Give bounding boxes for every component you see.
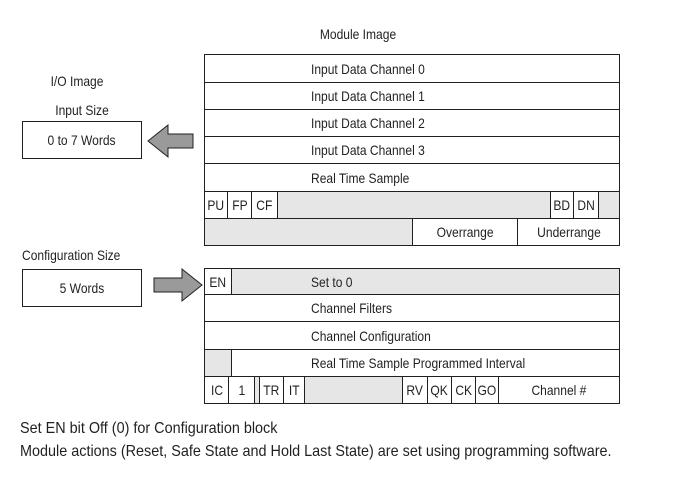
channel-configuration-row: Channel Configuration: [204, 321, 620, 350]
io-image-title: I/O Image: [50, 73, 104, 89]
real-time-sample-row: Real Time Sample: [204, 163, 620, 192]
left-arrow-icon: [147, 123, 194, 159]
input-data-channel-2-row: Input Data Channel 2: [204, 109, 620, 137]
channel-filters-row: Channel Filters: [204, 294, 620, 322]
input-size-value: 0 to 7 Words: [47, 132, 117, 148]
it-bit: IT: [283, 376, 305, 404]
rv-bit: RV: [402, 376, 428, 404]
config-size-box: 5 Words: [22, 269, 142, 307]
qk-bit: QK: [427, 376, 452, 404]
tr-bit: TR: [259, 376, 284, 404]
input-size-box: 0 to 7 Words: [22, 121, 142, 159]
channel-number-cell: Channel #: [498, 376, 620, 404]
module-image-title: Module Image: [319, 26, 397, 42]
pu-bit: PU: [204, 191, 228, 219]
set-to-0-row: Set to 0: [204, 268, 620, 295]
bit-1: 1: [228, 376, 255, 404]
go-bit: GO: [475, 376, 499, 404]
input-size-label: Input Size: [55, 102, 109, 118]
input-data-channel-0-row: Input Data Channel 0: [204, 54, 620, 83]
ic-bit: IC: [204, 376, 229, 404]
bd-bit: BD: [550, 191, 574, 219]
note-line-2: Module actions (Reset, Safe State and Ho…: [20, 443, 612, 460]
fp-bit: FP: [227, 191, 252, 219]
config-size-label: Configuration Size: [22, 247, 121, 263]
input-data-channel-1-row: Input Data Channel 1: [204, 82, 620, 110]
input-data-channel-3-row: Input Data Channel 3: [204, 136, 620, 164]
rts-interval-row: Real Time Sample Programmed Interval: [204, 349, 620, 377]
config-size-value: 5 Words: [59, 280, 105, 296]
right-arrow-icon: [153, 267, 203, 303]
cf-bit: CF: [251, 191, 278, 219]
underrange-cell: Underrange: [517, 218, 620, 246]
rts-interval-gray-cell: [204, 349, 232, 377]
ck-bit: CK: [451, 376, 476, 404]
en-bit: EN: [204, 268, 232, 295]
note-line-1: Set EN bit Off (0) for Configuration blo…: [20, 420, 278, 437]
dn-bit: DN: [573, 191, 599, 219]
overrange-cell: Overrange: [412, 218, 518, 246]
